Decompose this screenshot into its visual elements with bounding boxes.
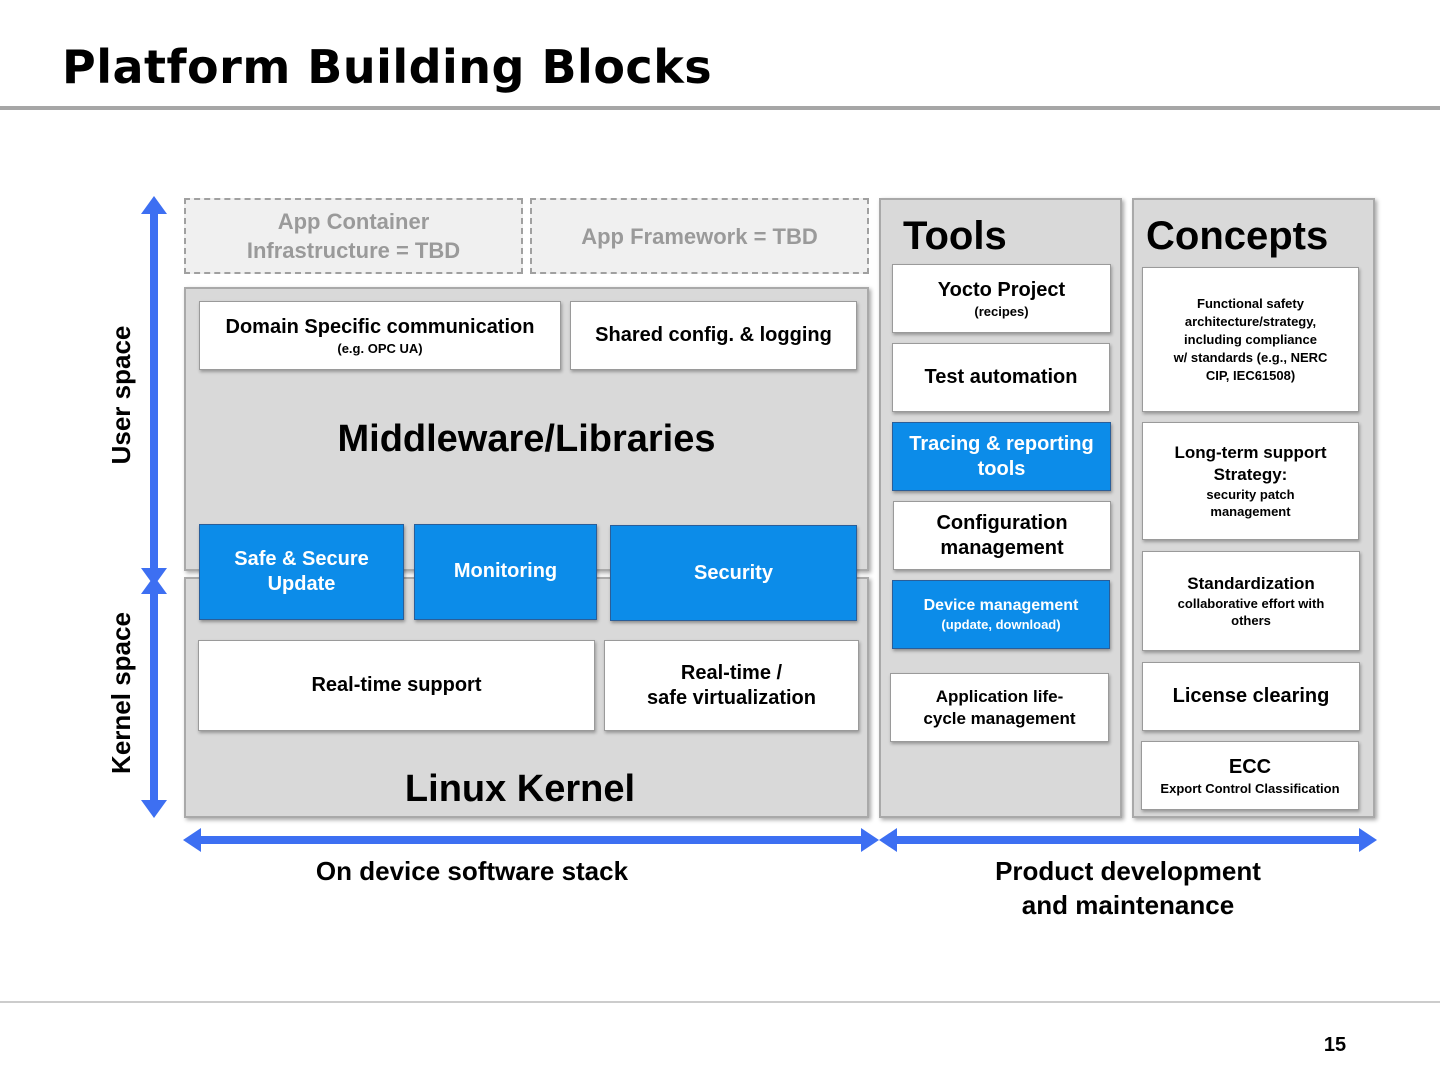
long-term-support-box: Long-term support Strategy: security pat…	[1142, 422, 1359, 540]
tools-heading: Tools	[903, 214, 1007, 258]
test-automation-box: Test automation	[892, 343, 1110, 412]
functional-safety-box: Functional safety architecture/strategy,…	[1142, 267, 1359, 412]
domain-communication-box: Domain Specific communication (e.g. OPC …	[199, 301, 561, 370]
standardization-label: Standardization	[1187, 574, 1315, 593]
ecc-label: ECC	[1228, 755, 1272, 778]
ecc-sublabel: Export Control Classification	[1160, 780, 1340, 796]
standardization-box: Standardization collaborative effort wit…	[1142, 551, 1360, 651]
realtime-virtualization-box: Real-time / safe virtualization	[604, 640, 859, 731]
device-management-box: Device management (update, download)	[892, 580, 1110, 649]
user-space-label: User space	[106, 325, 136, 465]
footer-divider	[0, 1001, 1440, 1003]
concepts-heading: Concepts	[1146, 214, 1329, 258]
device-management-label: Device management	[923, 597, 1079, 614]
kernel-title: Linux Kernel	[404, 768, 636, 810]
configuration-management-box: Configuration management	[893, 501, 1111, 570]
app-container-box: App Container Infrastructure = TBD	[184, 198, 523, 274]
long-term-support-sublabel: security patch management	[1206, 487, 1295, 519]
yocto-project-label: Yocto Project	[937, 278, 1066, 301]
kernel-space-arrow	[141, 576, 167, 818]
yocto-project-sublabel: (recipes)	[974, 303, 1029, 319]
shared-config-box: Shared config. & logging	[570, 301, 857, 370]
ecc-box: ECC Export Control Classification	[1141, 741, 1359, 810]
tracing-reporting-box: Tracing & reporting tools	[892, 422, 1111, 491]
kernel-space-label: Kernel space	[106, 612, 136, 774]
realtime-support-box: Real-time support	[198, 640, 595, 731]
on-device-label: On device software stack	[315, 856, 629, 886]
user-space-arrow	[141, 196, 167, 586]
standardization-sublabel: collaborative effort with others	[1177, 596, 1325, 628]
app-framework-box: App Framework = TBD	[530, 198, 869, 274]
yocto-project-box: Yocto Project (recipes)	[892, 264, 1111, 333]
page-number: 15	[1323, 1034, 1347, 1056]
product-development-label: Product development and maintenance	[995, 856, 1261, 920]
title-divider	[0, 106, 1440, 110]
product-development-arrow	[879, 828, 1377, 852]
domain-communication-label: Domain Specific communication	[225, 315, 535, 338]
monitoring-box: Monitoring	[414, 524, 597, 620]
long-term-support-label: Long-term support Strategy:	[1174, 443, 1327, 484]
app-lifecycle-box: Application life- cycle management	[890, 673, 1109, 742]
on-device-arrow	[183, 828, 879, 852]
middleware-title: Middleware/Libraries	[337, 418, 716, 460]
safe-secure-update-box: Safe & Secure Update	[199, 524, 404, 620]
security-box: Security	[610, 525, 857, 621]
license-clearing-box: License clearing	[1142, 662, 1360, 731]
domain-communication-sublabel: (e.g. OPC UA)	[337, 340, 423, 356]
slide-title: Platform Building Blocks	[62, 40, 713, 94]
device-management-sublabel: (update, download)	[941, 617, 1061, 632]
